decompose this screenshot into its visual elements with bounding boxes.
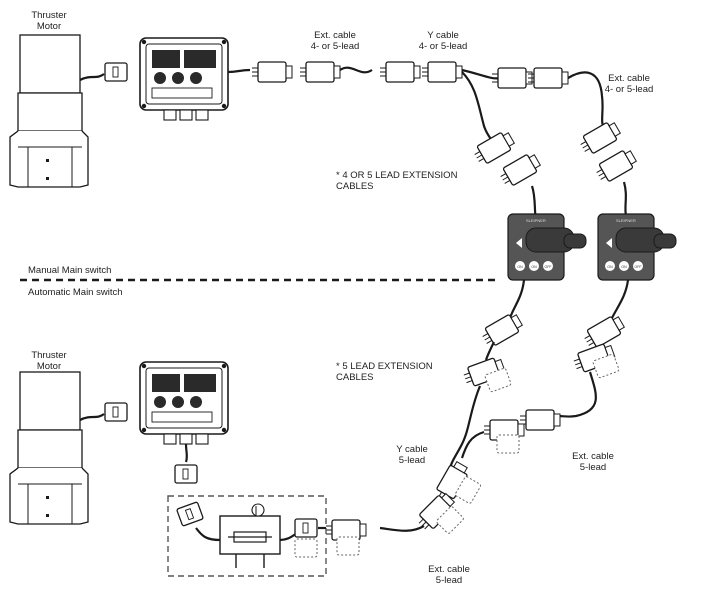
connector-icon bbox=[421, 61, 463, 83]
connector-icon bbox=[104, 402, 128, 422]
ext-cable-label-bottom: Ext. cable 5-lead bbox=[428, 564, 470, 586]
panel-button-label: ON bbox=[621, 265, 627, 269]
connector-icon bbox=[251, 61, 293, 83]
panel-button-label: ON bbox=[531, 265, 537, 269]
panel-button-label: OFF bbox=[635, 265, 642, 269]
control-box-icon bbox=[139, 37, 229, 121]
note-5-lead: * 5 LEAD EXTENSION CABLES bbox=[336, 361, 433, 383]
connector-icon bbox=[294, 518, 318, 538]
connector-icon bbox=[496, 434, 520, 454]
joystick-panel-icon: ON ON OFF SLEIPNER bbox=[507, 213, 587, 281]
connector-icon bbox=[593, 146, 639, 186]
control-box-icon bbox=[139, 361, 229, 445]
connector-icon bbox=[577, 118, 623, 158]
connector-icon bbox=[299, 61, 341, 83]
joystick-panel-icon: ON ON OFF SLEIPNER bbox=[597, 213, 677, 281]
panel-button-label: OFF bbox=[545, 265, 552, 269]
panel-logo: SLEIPNER bbox=[616, 218, 636, 223]
panel-button-label: ON bbox=[517, 265, 523, 269]
main-switch-icon bbox=[219, 503, 281, 568]
connector-icon bbox=[527, 67, 569, 89]
connector-icon bbox=[175, 501, 205, 527]
connector-icon bbox=[174, 464, 198, 484]
thruster-motor-icon bbox=[9, 34, 89, 188]
connector-icon bbox=[336, 536, 360, 556]
panel-button-label: ON bbox=[607, 265, 613, 269]
connector-icon bbox=[497, 150, 543, 190]
manual-main-switch-label: Manual Main switch bbox=[28, 265, 112, 276]
automatic-main-switch-box bbox=[167, 495, 327, 577]
automatic-main-switch-label: Automatic Main switch bbox=[28, 287, 123, 298]
ext-cable-label-top-b: Ext. cable 4- or 5-lead bbox=[604, 73, 654, 95]
connector-icon bbox=[379, 61, 421, 83]
y-cable-label-top: Y cable 4- or 5-lead bbox=[418, 30, 468, 52]
ext-cable-label-bottom-right: Ext. cable 5-lead bbox=[572, 451, 614, 473]
panel-logo: SLEIPNER bbox=[526, 218, 546, 223]
thruster-motor-label-top: Thruster Motor bbox=[31, 10, 67, 32]
thruster-motor-label-bottom: Thruster Motor bbox=[31, 350, 67, 372]
connector-icon bbox=[104, 62, 128, 82]
connector-icon bbox=[519, 409, 561, 431]
connector-icon bbox=[479, 310, 525, 350]
connector-icon bbox=[294, 538, 318, 558]
note-4or5-lead: * 4 OR 5 LEAD EXTENSION CABLES bbox=[336, 170, 458, 192]
thruster-motor-icon bbox=[9, 371, 89, 525]
connector-icon bbox=[471, 128, 517, 168]
ext-cable-label-top-a: Ext. cable 4- or 5-lead bbox=[310, 30, 360, 52]
connector-icon bbox=[491, 67, 533, 89]
y-cable-label-bottom: Y cable 5-lead bbox=[396, 444, 428, 466]
